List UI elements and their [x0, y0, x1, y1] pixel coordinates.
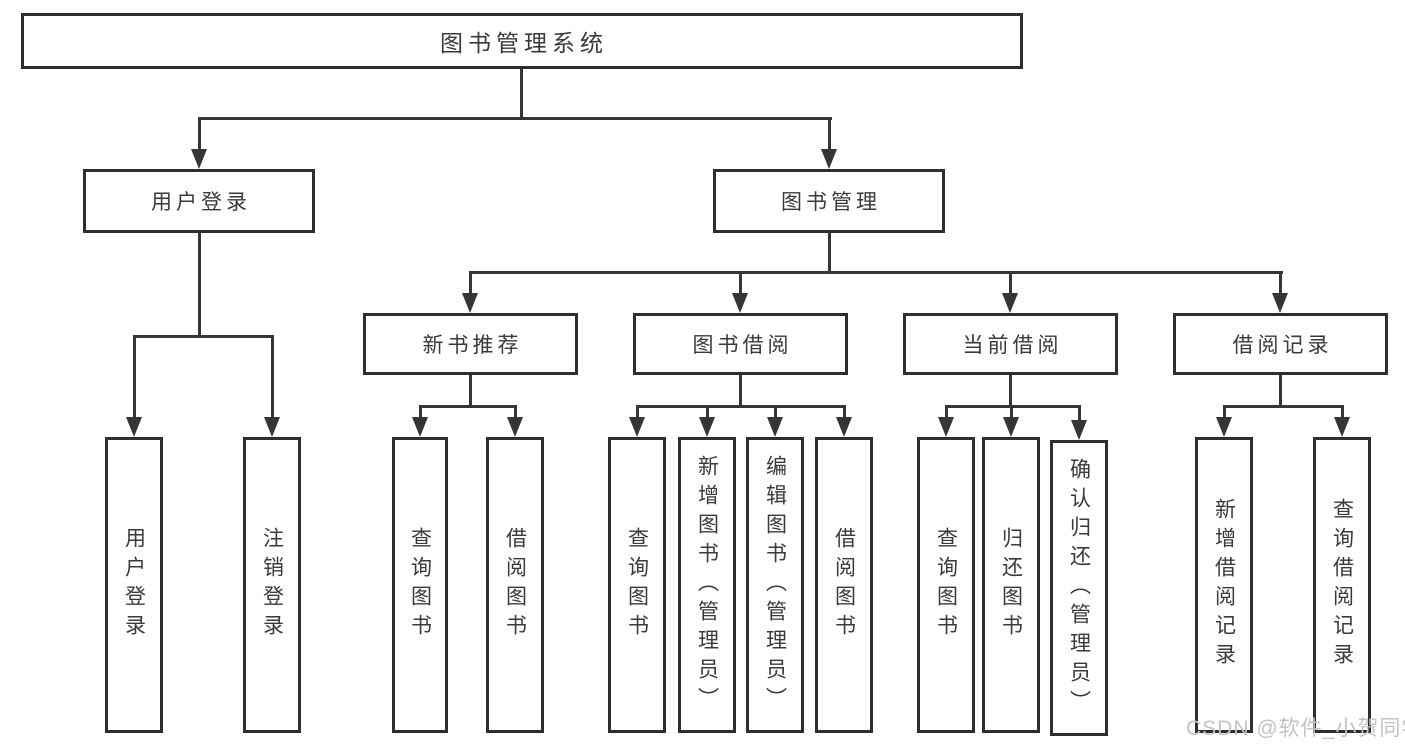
- leaf-confirm-return-admin-label: 确认归还（管理员）: [1067, 457, 1091, 719]
- connector-drop-nb-query: [419, 405, 422, 421]
- leaf-query-borrow-record-label: 查询借阅记录: [1330, 498, 1354, 672]
- connector-drop-br-query: [1341, 405, 1344, 421]
- arrowhead-user-login: [191, 149, 207, 169]
- arrowhead-nb-query: [412, 417, 428, 437]
- connector-cb-hbar: [945, 405, 1081, 408]
- connector-userlogin-stem: [198, 233, 201, 338]
- connector-br-hbar: [1223, 405, 1344, 408]
- arrowhead-leaf-logout: [264, 417, 280, 437]
- node-root-label: 图书管理系统: [440, 30, 608, 56]
- leaf-query-books-borrow: 查询图书: [608, 437, 666, 733]
- node-book-borrow-label: 图书借阅: [692, 334, 793, 357]
- connector-bookmgmt-hbar: [469, 271, 1283, 274]
- connector-newbook-hbar: [419, 405, 517, 408]
- arrowhead-br-query: [1334, 417, 1350, 437]
- node-book-management-label: 图书管理: [781, 191, 881, 214]
- node-current-borrow: 当前借阅: [903, 313, 1118, 375]
- connector-drop-bb-borrow: [843, 405, 846, 421]
- leaf-add-borrow-record: 新增借阅记录: [1195, 437, 1253, 733]
- arrowhead-new-book: [462, 293, 478, 313]
- node-borrow-records: 借阅记录: [1173, 313, 1388, 375]
- leaf-query-borrow-record: 查询借阅记录: [1313, 437, 1371, 733]
- arrowhead-cb-return: [1003, 417, 1019, 437]
- arrowhead-cb-confirm: [1071, 420, 1087, 440]
- node-new-book-recommend: 新书推荐: [363, 313, 578, 375]
- arrowhead-book-borrow: [732, 293, 748, 313]
- arrowhead-book-management: [821, 149, 837, 169]
- connector-drop-new-book: [469, 271, 472, 297]
- arrowhead-bb-borrow: [836, 417, 852, 437]
- leaf-query-books-recommend: 查询图书: [392, 437, 448, 733]
- connector-bb-hbar: [636, 405, 846, 408]
- leaf-query-books-recommend-label: 查询图书: [408, 527, 432, 643]
- arrowhead-bb-query: [629, 417, 645, 437]
- arrowhead-borrow-records: [1272, 293, 1288, 313]
- watermark-text: CSDN @软件_小贺同学: [1186, 717, 1405, 740]
- connector-drop-cb-return: [1010, 405, 1013, 421]
- leaf-borrow-books: 借阅图书: [815, 437, 873, 733]
- connector-drop-br-add: [1223, 405, 1226, 421]
- node-new-book-recommend-label: 新书推荐: [422, 334, 523, 357]
- connector-drop-book-management: [828, 117, 831, 152]
- leaf-logout: 注销登录: [243, 437, 301, 733]
- connector-drop-leaf-user-login: [133, 335, 136, 421]
- leaf-edit-books-admin: 编辑图书（管理员）: [746, 437, 804, 733]
- node-current-borrow-label: 当前借阅: [962, 334, 1063, 357]
- connector-newbook-stem: [469, 375, 472, 408]
- arrowhead-leaf-user-login: [126, 417, 142, 437]
- connector-bookmgmt-stem: [828, 233, 831, 274]
- connector-drop-bb-query: [636, 405, 639, 421]
- leaf-user-login-label: 用户登录: [122, 527, 146, 643]
- arrowhead-cb-query: [938, 417, 954, 437]
- connector-cb-stem: [1009, 375, 1012, 408]
- connector-userlogin-hbar: [133, 335, 274, 338]
- connector-drop-nb-borrow: [514, 405, 517, 421]
- leaf-query-books-current: 查询图书: [917, 437, 975, 733]
- leaf-return-books: 归还图书: [982, 437, 1040, 733]
- arrowhead-bb-edit: [767, 417, 783, 437]
- arrowhead-br-add: [1216, 417, 1232, 437]
- arrowhead-current-borrow: [1002, 293, 1018, 313]
- connector-drop-cb-confirm: [1078, 405, 1081, 424]
- node-user-login: 用户登录: [83, 169, 315, 233]
- node-book-management: 图书管理: [713, 169, 945, 233]
- leaf-logout-label: 注销登录: [260, 527, 284, 643]
- leaf-query-books-current-label: 查询图书: [934, 527, 958, 643]
- connector-drop-cb-query: [945, 405, 948, 421]
- leaf-borrow-books-recommend-label: 借阅图书: [503, 527, 527, 643]
- node-user-login-label: 用户登录: [151, 191, 251, 214]
- connector-drop-user-login: [198, 117, 201, 152]
- connector-drop-bb-edit: [774, 405, 777, 421]
- arrowhead-bb-add: [699, 417, 715, 437]
- connector-drop-leaf-logout: [271, 335, 274, 421]
- connector-drop-current-borrow: [1009, 271, 1012, 297]
- leaf-borrow-books-recommend: 借阅图书: [486, 437, 544, 733]
- leaf-confirm-return-admin: 确认归还（管理员）: [1050, 440, 1108, 736]
- connector-root-stem: [520, 69, 523, 119]
- leaf-borrow-books-label: 借阅图书: [832, 527, 856, 643]
- connector-br-stem: [1279, 375, 1282, 408]
- connector-drop-borrow-records: [1279, 271, 1282, 297]
- connector-bb-stem: [739, 375, 742, 408]
- connector-drop-bb-add: [706, 405, 709, 421]
- leaf-add-books-admin: 新增图书（管理员）: [678, 437, 736, 733]
- leaf-query-books-borrow-label: 查询图书: [625, 527, 649, 643]
- leaf-edit-books-admin-label: 编辑图书（管理员）: [763, 454, 787, 716]
- arrowhead-nb-borrow: [507, 417, 523, 437]
- leaf-return-books-label: 归还图书: [999, 527, 1023, 643]
- node-book-borrow: 图书借阅: [633, 313, 848, 375]
- leaf-add-borrow-record-label: 新增借阅记录: [1212, 498, 1236, 672]
- node-borrow-records-label: 借阅记录: [1232, 334, 1333, 357]
- node-root: 图书管理系统: [21, 13, 1023, 69]
- connector-root-hbar: [198, 117, 832, 120]
- leaf-user-login: 用户登录: [105, 437, 163, 733]
- leaf-add-books-admin-label: 新增图书（管理员）: [695, 454, 719, 716]
- connector-drop-book-borrow: [739, 271, 742, 297]
